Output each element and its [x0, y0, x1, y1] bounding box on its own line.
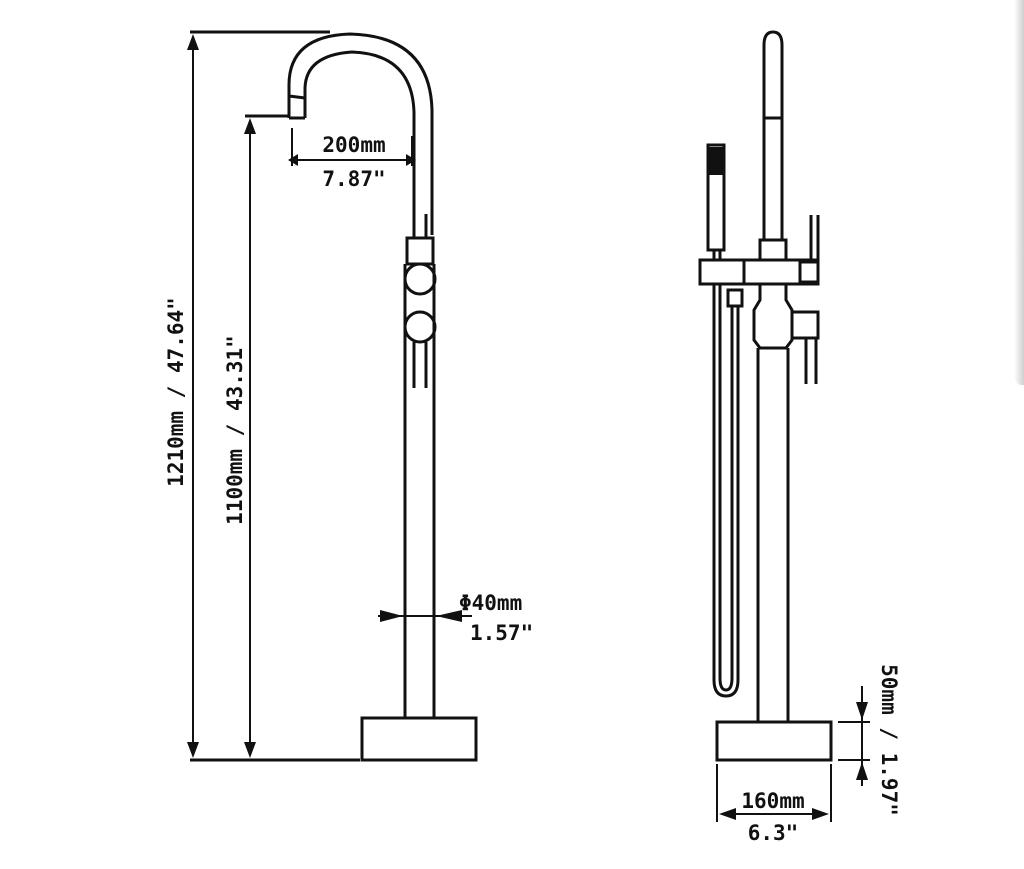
faucet-side-body	[698, 30, 833, 762]
faucet-front-body	[287, 32, 478, 762]
total-height-label: 1210mm / 47.64"	[164, 297, 188, 487]
front-view: 1210mm / 47.64" 1100mm / 43.31"	[164, 30, 533, 762]
spout-height-label: 1100mm / 43.31"	[223, 335, 247, 525]
spout-reach-dimension: 200mm 7.87"	[288, 128, 416, 191]
base-width-in-label: 6.3"	[748, 821, 799, 845]
spout-height-dimension: 1100mm / 43.31"	[223, 114, 290, 758]
pipe-diameter-mm-label: Φ40mm	[459, 591, 522, 615]
side-view: 50mm / 1.97" 160mm 6.3"	[698, 30, 901, 845]
spout-reach-mm-label: 200mm	[322, 133, 385, 157]
total-height-dimension: 1210mm / 47.64"	[164, 30, 360, 762]
pipe-diameter-in-label: 1.57"	[470, 621, 533, 645]
base-height-dimension: 50mm / 1.97"	[838, 664, 901, 816]
scroll-edge-shadow	[1014, 0, 1024, 385]
base-width-mm-label: 160mm	[741, 789, 804, 813]
base-width-dimension: 160mm 6.3"	[716, 764, 832, 845]
pipe-diameter-dimension: Φ40mm 1.57"	[378, 578, 533, 645]
spout-reach-in-label: 7.87"	[322, 167, 385, 191]
base-height-label: 50mm / 1.97"	[877, 664, 901, 816]
